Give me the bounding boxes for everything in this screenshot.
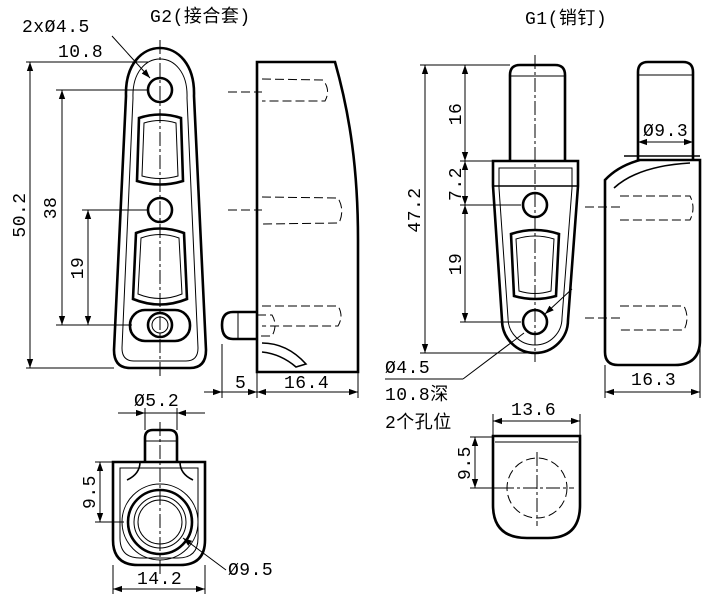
g1-dim-total-height: 47.2 (406, 187, 426, 232)
g1-hole-arrow (544, 288, 573, 315)
g2-side-hidden-top (261, 78, 329, 102)
g2-lower-slot (131, 227, 189, 306)
g1-side-hidden-bottom (620, 305, 688, 331)
g2-bottom-outline (111, 460, 207, 567)
g1-side-view: Ø9.3 (603, 60, 702, 367)
g1-dim-side-width: 16.3 (631, 371, 676, 391)
g1-slot-inner (515, 235, 555, 294)
g2-dim-pin-diameter: Ø5.2 (134, 392, 179, 412)
g2-bore-leader (182, 537, 227, 571)
g2-front-inner-outline (121, 58, 199, 362)
g1-pin (508, 63, 567, 161)
g2-dim-hole-span: 38 (42, 197, 62, 220)
g2-dim-bore-diameter: Ø9.5 (228, 561, 273, 581)
g1-hole-diameter: Ø4.5 (385, 359, 430, 379)
g2-front-outline (112, 46, 208, 370)
g2-side-hidden-mid (261, 196, 343, 225)
g1-dim-hole-span: 19 (447, 253, 467, 276)
g2-dim-bottom-width: 14.2 (137, 570, 182, 590)
g1-hole-leader (462, 332, 525, 380)
g1-side-fillet (613, 162, 691, 189)
g2-bottom-view (111, 422, 207, 575)
g1-title: G1(销钉) (525, 8, 607, 30)
g2-dim-lower-span: 19 (69, 257, 89, 280)
g1-drawing: G1(销钉) 47.2 16 7.2 19 Ø4.5 (385, 8, 702, 540)
g1-bottom-view (491, 434, 582, 540)
g1-side-body (603, 158, 702, 367)
g1-body-outline (491, 159, 580, 355)
g1-body-inner-outline (498, 167, 573, 346)
g2-hole-callout: 2xØ4.5 (22, 18, 90, 38)
g1-dim-bottom-width: 13.6 (511, 401, 556, 421)
g2-pin-stub (220, 310, 257, 341)
g2-front-view (112, 40, 208, 376)
g1-bottom-outline (491, 434, 582, 540)
g2-bottom-inner-outline (119, 467, 199, 559)
g1-dim-bottom-height: 9.5 (456, 446, 476, 480)
g2-lower-slot-inner (137, 234, 183, 299)
g1-hole-count: 2个孔位 (385, 412, 452, 434)
g2-bottom-pin (143, 428, 179, 462)
g2-dim-pin-length: 5 (235, 374, 246, 394)
g2-drawing: G2(接合套) 2xØ4.5 10.8 50.2 (11, 6, 360, 594)
g1-side-hidden-top (620, 195, 694, 221)
g2-dim-top: 10.8 (58, 43, 103, 63)
g2-dim-total-height: 50.2 (11, 192, 31, 237)
g2-upper-slot (135, 113, 185, 186)
g2-dim-bottom-height: 9.5 (81, 475, 101, 509)
g2-pin-hidden (257, 314, 276, 337)
g1-dim-flange-offset: 7.2 (447, 167, 467, 201)
g1-dim-pin-diameter: Ø9.3 (643, 122, 688, 142)
g2-side-hidden-bottom (262, 305, 342, 327)
g2-title: G2(接合套) (150, 6, 251, 28)
g1-front-view (491, 55, 580, 362)
g2-side-view (220, 60, 360, 374)
g2-hole-leader (111, 35, 151, 79)
g1-slot (509, 228, 561, 301)
g2-bottom-fillet-left (126, 461, 141, 481)
g2-dim-side-width: 16.4 (284, 374, 329, 394)
g2-side-notch (261, 342, 308, 368)
g2-upper-slot-inner (141, 120, 179, 179)
g2-bottom-fillet-right (179, 461, 194, 481)
g1-dim-pin-height: 16 (447, 103, 467, 126)
g1-hole-depth: 10.8深 (385, 384, 449, 406)
g1-side-pin (636, 60, 695, 160)
g2-side-outline (255, 60, 360, 374)
